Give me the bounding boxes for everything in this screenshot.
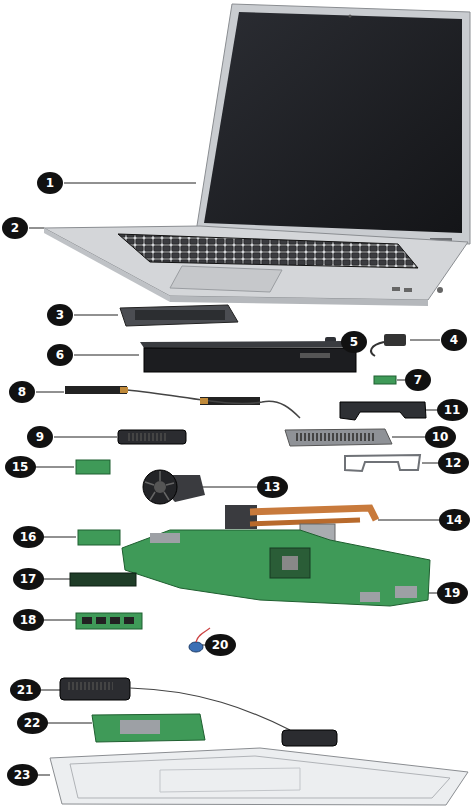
- callout-number: 7: [405, 369, 431, 391]
- callout-number: 9: [27, 426, 53, 448]
- callout-text: 16: [20, 530, 37, 544]
- callout-number: 12: [438, 452, 469, 474]
- speakers: [60, 678, 337, 746]
- callout-text: 20: [212, 638, 229, 652]
- callout-text: 11: [444, 403, 461, 417]
- callout-number: 5: [341, 331, 367, 353]
- callout-text: 22: [24, 716, 41, 730]
- bottom-cover: [50, 748, 468, 805]
- callout-number: 19: [437, 582, 468, 604]
- callout-text: 4: [450, 333, 458, 347]
- speaker: [118, 430, 186, 444]
- callout-text: 23: [14, 768, 31, 782]
- battery: [140, 341, 356, 372]
- callout-number: 23: [7, 764, 38, 786]
- callout-text: 8: [18, 385, 26, 399]
- callout-text: 13: [264, 480, 281, 494]
- touchpad-surface: [135, 310, 225, 320]
- callout-number: 22: [17, 712, 48, 734]
- callout-number: 13: [257, 476, 288, 498]
- callout-number: 17: [13, 568, 44, 590]
- callout-text: 19: [444, 586, 461, 600]
- callout-text: 2: [11, 221, 19, 235]
- callout-text: 14: [446, 513, 463, 527]
- callout-text: 21: [17, 683, 34, 697]
- wlan-module: [76, 460, 110, 474]
- top-cover: [44, 226, 468, 306]
- bracket: [340, 402, 426, 420]
- wwan-module: [78, 530, 120, 545]
- callout-text: 1: [46, 176, 54, 190]
- callout-number: 4: [441, 329, 467, 351]
- callout-number: 1: [37, 172, 63, 194]
- ssd: [70, 573, 136, 586]
- callout-text: 5: [350, 335, 358, 349]
- system-board: [122, 530, 430, 606]
- callout-text: 7: [414, 373, 422, 387]
- callout-number: 14: [439, 509, 470, 531]
- callout-text: 15: [12, 460, 29, 474]
- callout-text: 10: [432, 430, 449, 444]
- callout-number: 20: [205, 634, 236, 656]
- bracket: [345, 455, 420, 471]
- callout-text: 3: [56, 308, 64, 322]
- callout-text: 17: [20, 572, 37, 586]
- antenna: [65, 386, 300, 418]
- callout-text: 18: [20, 613, 37, 627]
- callout-number: 3: [47, 304, 73, 326]
- callout-number: 16: [13, 526, 44, 548]
- power-connector: [371, 334, 406, 356]
- callout-number: 21: [10, 679, 41, 701]
- touchpad: [120, 305, 238, 326]
- callout-number: 2: [2, 217, 28, 239]
- card-reader-board: [92, 714, 205, 742]
- callout-number: 11: [437, 399, 468, 421]
- tray: [285, 429, 392, 446]
- callout-text: 9: [36, 430, 44, 444]
- callout-number: 6: [47, 344, 73, 366]
- callout-text: 6: [56, 348, 64, 362]
- callout-number: 10: [425, 426, 456, 448]
- display-assembly: [196, 4, 470, 244]
- callout-number: 18: [13, 609, 44, 631]
- small-board: [374, 376, 396, 384]
- callout-number: 15: [5, 456, 36, 478]
- callout-text: 12: [445, 456, 462, 470]
- fan: [143, 470, 205, 504]
- memory-module: [76, 613, 142, 629]
- callout-number: 8: [9, 381, 35, 403]
